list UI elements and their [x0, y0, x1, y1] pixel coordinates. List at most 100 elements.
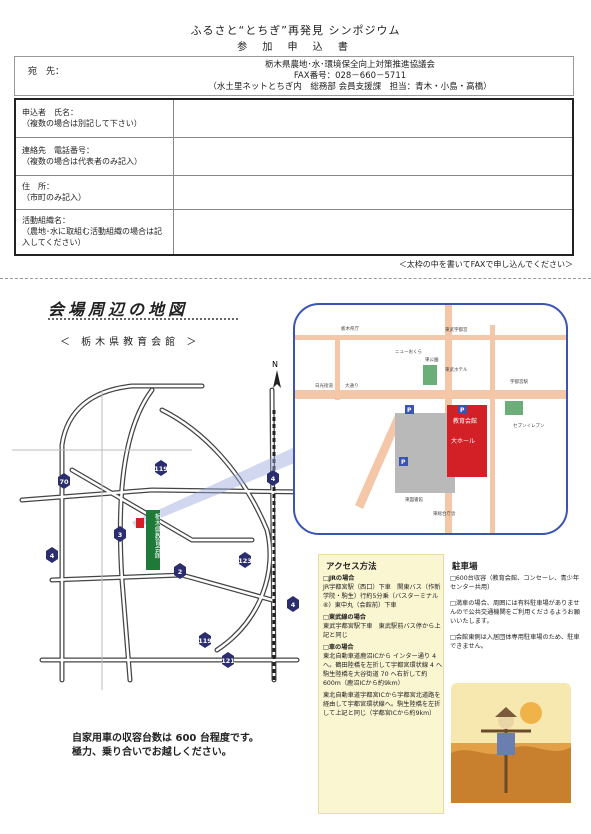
parking-icon	[405, 405, 414, 414]
area-road-map: 栃木県教育会館 N 70 119 4 3 4 123 119 4 121 2	[12, 360, 310, 690]
route-number: 123	[238, 557, 252, 565]
venue-label-box	[146, 510, 160, 570]
cut-line	[0, 278, 591, 279]
route-number: 119	[198, 637, 212, 645]
route-number: 2	[178, 568, 183, 576]
inset-place-label: 日光街道	[315, 382, 333, 389]
destination-label: 宛 先：	[28, 67, 65, 77]
parking-info: □600台収容（教育会館、コンセーレ、青少年センター共用） □満車の場合、周囲に…	[450, 574, 580, 658]
access-panel	[318, 554, 444, 814]
form-label-cell: 連絡先 電話番号： （複数の場合は代表者のみ記入）	[14, 136, 174, 176]
field-hint-address: （市町のみ記入）	[22, 193, 86, 202]
inset-venue-building	[447, 405, 487, 477]
inset-place-label: 宇都宮駅	[510, 378, 528, 385]
field-input-name[interactable]	[172, 98, 574, 138]
destination-org: 栃木県農地･水･環境保全向上対策推進協議会	[264, 60, 435, 70]
fax-instruction-note: ＜太枠の中を書いてFAXで申し込んでください＞	[398, 260, 573, 269]
car-note-line1: 自家用車の収容台数は 600 台程度です。	[72, 733, 259, 744]
destination-contact: （水土里ネットとちぎ内 総務部 会員支援課 担当：青木・小島・高橋）	[208, 82, 492, 92]
inset-place-label: 東公園	[425, 356, 439, 363]
field-label-organization: 活動組織名：	[22, 216, 70, 226]
route-shield: 4	[287, 596, 299, 612]
parking-item: □満車の場合、周囲には有料駐車場がありませんので公共交通機関をご利用くださるよう…	[450, 600, 580, 625]
destination-fax: FAX番号：028－660－5711	[293, 71, 407, 81]
parking-label: P	[407, 407, 412, 414]
field-label-address: 住 所：	[22, 182, 54, 191]
symposium-title: ふるさと“とちぎ”再発見 シンポジウム	[190, 24, 401, 37]
inset-road	[490, 325, 495, 533]
inset-hall-label: 教育会館	[453, 417, 477, 425]
form-label-cell: 住 所： （市町のみ記入）	[14, 174, 174, 210]
inset-place-label: 栃木県庁	[341, 325, 359, 332]
route-number: 3	[118, 531, 123, 539]
parking-icon	[399, 457, 408, 466]
form-label-cell: 申込者 氏名： （複数の場合は別記して下さい）	[14, 98, 174, 138]
parking-item: □会館東側は入居団体専用駐車場のため、駐車できません。	[450, 634, 580, 650]
form-row-organization: 活動組織名： （農地･水に取組む活動組織の場合は記入してください）	[14, 208, 574, 256]
parking-label: P	[460, 407, 465, 414]
route-shield: 119	[154, 460, 168, 476]
field-label-name: 申込者 氏名：	[22, 108, 78, 118]
route-shield: 3	[114, 526, 126, 542]
field-input-address[interactable]	[172, 174, 574, 210]
route-number: 121	[221, 657, 235, 665]
route-shield: 4	[267, 470, 279, 486]
application-form-title: 参 加 申 込 書	[237, 42, 354, 53]
map-road	[12, 390, 192, 690]
field-hint-name: （複数の場合は別記して下さい）	[22, 119, 142, 129]
route-number: 70	[59, 478, 69, 486]
inset-place-label: セブンイレブン	[513, 422, 545, 429]
north-label: N	[272, 360, 278, 369]
inset-daihall-label: 大ホール	[451, 437, 475, 445]
field-label-phone: 連絡先 電話番号：	[22, 146, 94, 155]
venue-name: ＜ 栃木県教育会館 ＞	[60, 337, 201, 348]
access-heading: アクセス方法	[326, 562, 377, 572]
inset-place-label: 東武宇都宮	[445, 326, 468, 333]
route-number: 119	[154, 465, 168, 473]
inset-place-label: 東総合庁舎	[433, 510, 456, 517]
field-hint-organization: （農地･水に取組む活動組織の場合は記入してください）	[22, 227, 162, 248]
parking-label: P	[401, 459, 406, 466]
route-shield: 2	[174, 563, 186, 579]
route-number: 4	[271, 475, 276, 483]
access-item-tobu: □東武線の場合東武宇都宮駅下車 東武駅前バス停から上記と同じ	[323, 614, 441, 639]
access-item-car: □車の場合東北自動車道鹿沼ICから インター通り 4 へ。鶴田陸橋を左折して宇都…	[323, 644, 449, 687]
inset-place-label: 東図書館	[405, 496, 423, 503]
inset-map-svg: 教育会館 大ホール P P P 栃木県庁 ニューおくら 東武宇都宮 東武ホテル …	[295, 305, 566, 533]
form-label-cell: 活動組織名： （農地･水に取組む活動組織の場合は記入してください）	[14, 208, 174, 256]
inset-road	[335, 340, 340, 400]
car-capacity-note: 自家用車の収容台数は 600 台程度です。 極力、乗り合いでお越しください。	[72, 732, 259, 760]
route-number: 4	[291, 601, 296, 609]
parking-heading: 駐車場	[452, 562, 478, 572]
map-title: 会場周辺の地図	[48, 300, 189, 319]
field-input-phone[interactable]	[172, 136, 574, 176]
car-note-line2: 極力、乗り合いでお越しください。	[72, 747, 232, 758]
form-row-address: 住 所： （市町のみ記入）	[14, 174, 574, 210]
inset-park	[423, 365, 437, 385]
zoom-indicator	[132, 446, 297, 528]
route-shield: 121	[221, 652, 235, 668]
route-shield: 70	[58, 473, 70, 489]
form-row-phone: 連絡先 電話番号： （複数の場合は代表者のみ記入）	[14, 136, 574, 176]
north-arrow: N	[272, 360, 281, 388]
field-hint-phone: （複数の場合は代表者のみ記入）	[22, 157, 142, 166]
scarecrow-illustration	[451, 683, 571, 803]
inset-road	[295, 390, 566, 399]
inset-place-label: 大通り	[345, 382, 359, 389]
field-input-organization[interactable]	[172, 208, 574, 256]
inset-road	[295, 335, 566, 340]
route-shield: 119	[198, 632, 212, 648]
destination-box	[14, 56, 574, 96]
inset-place-label: ニューおくら	[395, 348, 422, 355]
map-title-underline	[48, 318, 238, 326]
route-shield: 123	[238, 552, 252, 568]
inset-detail-map: 教育会館 大ホール P P P 栃木県庁 ニューおくら 東武宇都宮 東武ホテル …	[293, 303, 568, 535]
form-row-name: 申込者 氏名： （複数の場合は別記して下さい）	[14, 98, 574, 138]
inset-building-annex	[395, 413, 455, 493]
parking-item: □600台収容（教育会館、コンセーレ、青少年センター共用）	[450, 575, 580, 591]
map-venue-label: 栃木県教育会館	[153, 512, 161, 560]
parking-icon	[458, 405, 467, 414]
inset-place-label: 東武ホテル	[445, 366, 468, 373]
